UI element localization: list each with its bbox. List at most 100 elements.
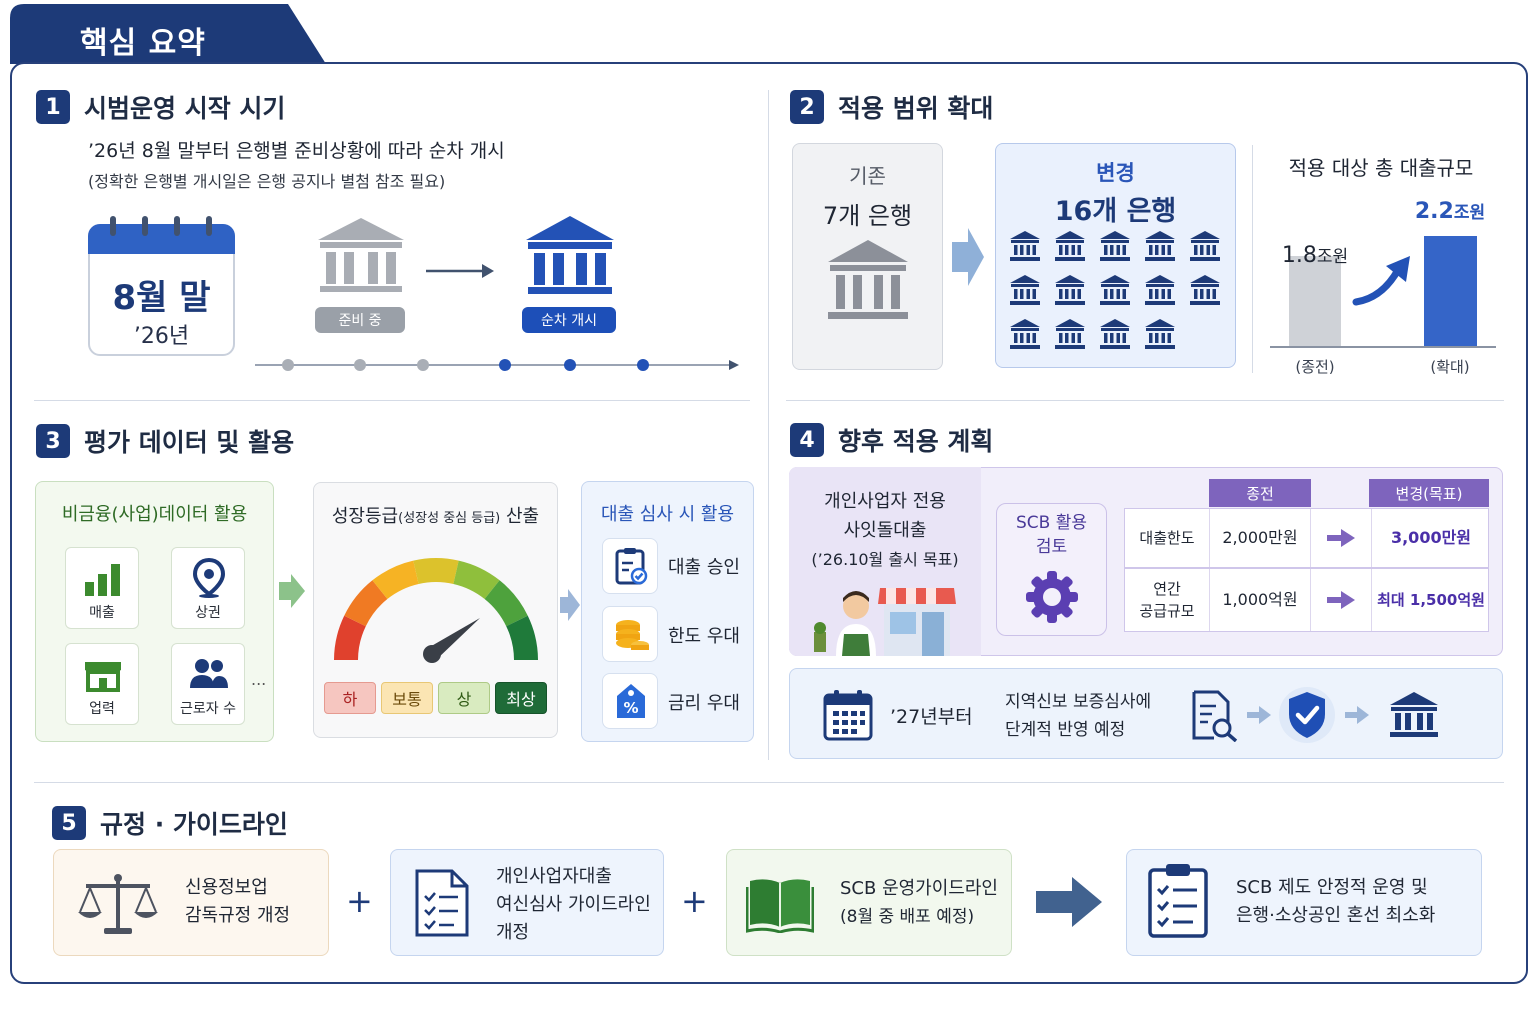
section-title: 적용 범위 확대	[838, 94, 994, 123]
chart-value-new: 2.2조원	[1414, 199, 1486, 224]
bank-icon	[1009, 318, 1041, 350]
grade-high: 상	[438, 682, 490, 714]
chart-bar-new	[1424, 236, 1477, 346]
section-number: 2	[790, 90, 824, 124]
after-value: 16개 은행	[1054, 196, 1177, 227]
regulation-text: 신용정보업 감독규정 개정	[185, 877, 291, 926]
section3-heading: 3 평가 데이터 및 활용	[36, 423, 294, 459]
section4-heading: 4 향후 적용 계획	[790, 422, 993, 458]
location-pin-icon	[192, 558, 226, 598]
divider	[786, 400, 1504, 401]
bank-icon	[1144, 230, 1176, 262]
table-header-before: 종전	[1209, 479, 1311, 507]
timeline	[255, 359, 739, 371]
scb-review-label: SCB 활용 검토	[1015, 513, 1087, 557]
section-title: 평가 데이터 및 활용	[84, 428, 295, 457]
table-header-after: 변경(목표)	[1369, 479, 1489, 507]
bank-icon	[526, 216, 614, 294]
arrow-right-icon	[279, 574, 305, 608]
divider	[768, 90, 769, 760]
start-description: ’26년 8월 말부터 은행별 준비상황에 따라 순차 개시	[88, 140, 505, 162]
people-icon	[190, 659, 228, 688]
calendar-year: ’26년	[133, 324, 190, 349]
plus-sign: +	[681, 882, 708, 920]
store-icon	[85, 662, 121, 692]
arrow-right-icon	[1311, 569, 1371, 631]
calendar-icon: 8월 말 ’26년	[88, 216, 235, 356]
gear-icon	[1026, 571, 1078, 623]
status-badge-preparing: 준비 중	[315, 307, 405, 333]
approval-doc-icon	[602, 538, 658, 594]
scb-guide-text: SCB 운영가이드라인 (8월 중 배포 예정)	[840, 878, 998, 927]
bank-icon	[1054, 230, 1086, 262]
section-number: 5	[52, 806, 86, 840]
chart-category-new: (확대)	[1430, 358, 1470, 376]
bank-icon-grid	[1009, 230, 1224, 350]
loan-use-rate: 금리 우대	[668, 693, 740, 714]
row-after-value: 최대 1,500억원	[1371, 569, 1490, 631]
bank-icon	[1054, 274, 1086, 306]
arrow-right-icon	[1247, 706, 1271, 724]
section2-heading: 2 적용 범위 확대	[790, 89, 993, 125]
chart-axis	[1270, 346, 1496, 348]
bank-icon	[1390, 692, 1438, 737]
future-plan-card	[789, 668, 1503, 759]
row-label: 대출한도	[1125, 509, 1210, 567]
grade-top: 최상	[495, 682, 547, 714]
calendar-icon	[823, 690, 873, 741]
bank-icon	[1189, 230, 1221, 262]
future-year: ’27년부터	[890, 706, 973, 728]
grade-medium: 보통	[381, 682, 433, 714]
chart-title: 적용 대상 총 대출규모	[1288, 156, 1474, 180]
regulation-card	[53, 849, 329, 956]
bank-icon	[1099, 274, 1131, 306]
section-number: 1	[36, 90, 70, 124]
section-title: 시범운영 시작 시기	[84, 94, 286, 123]
document-checklist-icon	[415, 869, 469, 937]
chart-bar-old	[1289, 256, 1341, 346]
bank-icon	[1099, 230, 1131, 262]
bank-icon	[1054, 318, 1086, 350]
header-tab: 핵심 요약	[10, 4, 326, 64]
grade-card-title: 성장등급(성장성 중심 등급) 산출	[331, 506, 540, 527]
row-before-value: 1,000억원	[1210, 569, 1311, 631]
product-description: 개인사업자 전용 사잇돌대출 (’26.10월 출시 목표)	[811, 491, 959, 569]
before-value: 7개 은행	[822, 202, 913, 230]
section1-heading: 1 시범운영 시작 시기	[36, 89, 285, 125]
divider	[1252, 145, 1253, 373]
plus-sign: +	[346, 882, 373, 920]
bank-icon	[828, 240, 908, 319]
table-row: 대출한도 2,000만원 3,000만원	[1124, 508, 1489, 568]
growth-arrow-icon	[1352, 256, 1410, 306]
section-number: 3	[36, 424, 70, 458]
data-card-title: 비금융(사업)데이터 활용	[61, 504, 248, 525]
arrow-right-icon	[1036, 877, 1102, 927]
data-item-sales: 매출	[65, 547, 139, 629]
outcome-text: SCB 제도 안정적 운영 및 은행·소상공인 혼선 최소화	[1236, 877, 1436, 926]
arrow-right-icon	[1311, 509, 1371, 567]
data-item-employees: 근로자 수	[171, 643, 245, 725]
section-number: 4	[790, 423, 824, 457]
bank-icon	[318, 218, 404, 292]
section-title: 향후 적용 계획	[838, 427, 994, 456]
status-badge-started: 순차 개시	[522, 307, 616, 333]
bank-icon	[1189, 274, 1221, 306]
grade-low: 하	[324, 682, 376, 714]
page-title: 핵심 요약	[80, 26, 206, 61]
chart-category-old: (종전)	[1295, 358, 1335, 376]
grade-gauge	[334, 558, 538, 663]
svg-text:%: %	[623, 699, 638, 717]
section-title: 규정 · 가이드라인	[100, 810, 288, 839]
before-label: 기존	[849, 164, 886, 188]
arrow-right-icon	[1345, 706, 1369, 724]
bar-chart-icon	[85, 564, 120, 596]
coins-icon	[602, 606, 658, 662]
data-item-area: 상권	[171, 547, 245, 629]
section5-heading: 5 규정 · 가이드라인	[52, 805, 288, 841]
loan-usage-title: 대출 심사 시 활용	[600, 504, 735, 525]
future-description: 지역신보 보증심사에 단계적 반영 예정	[1005, 692, 1152, 740]
bank-icon	[1144, 318, 1176, 350]
book-icon	[746, 879, 814, 933]
guideline-text: 개인사업자대출 여신심사 가이드라인 개정	[496, 866, 651, 943]
